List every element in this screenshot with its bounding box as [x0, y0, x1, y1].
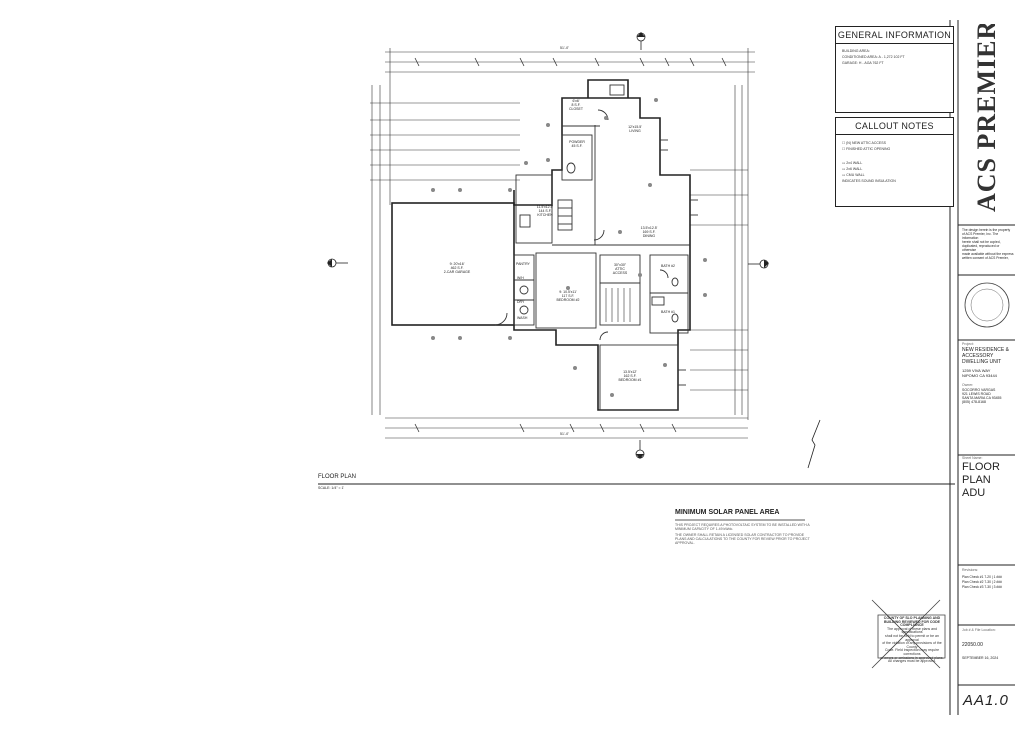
room-dryer: DRY — [517, 300, 525, 304]
room-living: 12'x15.5'LIVING — [628, 125, 642, 133]
company-logo: ACS PREMIER, Inc. — [972, 24, 1001, 212]
overall-dimension: 51'-4" — [560, 46, 569, 50]
project-block: Project: NEW RESIDENCE & ACCESSORY DWELL… — [962, 342, 1009, 404]
sheet-number: AA1.0 — [963, 692, 1009, 709]
general-info-line: CONDITIONED AREA: A - 1,272 102 FT — [842, 55, 905, 59]
room-bath-2: BATH #2 — [661, 264, 675, 268]
room-dining: 13.5'x12.5'169 S.F.DINING — [640, 226, 658, 238]
room-bedroom-1: 13.5'x12'162 S.F.BEDROOM #1 — [618, 370, 642, 382]
sheet-name-line-2: PLAN ADU — [962, 474, 991, 499]
solar-title: MINIMUM SOLAR PANEL AREA — [675, 509, 780, 516]
solar-note-2: THE OWNER SHALL RETAIN A LICENSED SOLAR … — [675, 533, 810, 545]
callout-notes-title: CALLOUT NOTES — [836, 118, 953, 135]
legend-item: ▭ 2x6 WALL — [842, 167, 863, 171]
legend-item: ▭ 2x4 WALL — [842, 161, 863, 165]
callout-item: ☐ FINISHED ATTIC OPENING — [842, 147, 891, 151]
job-number: 22050.00 — [962, 642, 983, 648]
revision-item: Plan Check #1 7-20 | 1 ### — [962, 575, 1002, 579]
sheet-name-line-1: FLOOR — [962, 461, 1000, 473]
general-info-line: BUILDING AREA: — [842, 49, 870, 53]
general-information-title: GENERAL INFORMATION — [836, 27, 953, 44]
solar-note-1: THIS PROJECT REQUIRES A PHOTOVOLTAIC SYS… — [675, 523, 810, 531]
room-garage: 9: 20'x16'462 S.F.2-CAR GARAGE — [443, 262, 471, 274]
room-kitchen: 11.5'x12.5'144 S.F.KITCHEN — [536, 205, 554, 217]
plan-scale: SCALE: 1/4" = 1' — [318, 486, 345, 490]
company-note: The design herein is the property of ACS… — [962, 228, 1014, 260]
sheet-date: SEPTEMBER 16, 2024 — [962, 656, 999, 660]
revision-item: Plan Check #3 7-30 | 3 ### — [962, 585, 1002, 589]
general-information-box: GENERAL INFORMATION BUILDING AREA: CONDI… — [835, 26, 954, 113]
room-bedroom-2: 9: 10.5'x11'117 S.F.BEDROOM #2 — [556, 290, 580, 302]
approval-stamp: COUNTY OF SLO PLANNING AND BUILDING REVI… — [880, 616, 944, 664]
overall-dimension-bottom: 51'-4" — [560, 432, 569, 436]
callout-item: ☐ (N) NEW ATTIC ACCESS — [842, 141, 886, 145]
room-bath-1: BATH #1 — [661, 310, 675, 314]
legend-item: ▭ CMU WALL — [842, 173, 865, 177]
room-water-heater: W/H — [517, 276, 524, 280]
job-block: Job # & File Location: 22050.00 SEPTEMBE… — [962, 628, 1014, 661]
room-pantry: PANTRY — [516, 262, 530, 266]
revisions-block: Revisions: Plan Check #1 7-20 | 1 ### Pl… — [962, 568, 1014, 590]
room-closet: 6'x6'8 S.F.CLOSET — [568, 99, 583, 111]
plan-title: FLOOR PLAN — [318, 474, 357, 480]
general-info-line: GARAGE: H - AGA 762 FT — [842, 61, 884, 65]
sheet-name-block: Sheet Name: FLOOR PLAN ADU — [962, 456, 1014, 500]
callout-notes-box: CALLOUT NOTES ☐ (N) NEW ATTIC ACCESS ☐ F… — [835, 117, 954, 207]
legend-item: INDICATES SOUND INSULATION — [842, 179, 896, 183]
room-washer: WASH — [517, 316, 528, 320]
revision-item: Plan Check #2 7-30 | 2 ### — [962, 580, 1002, 584]
